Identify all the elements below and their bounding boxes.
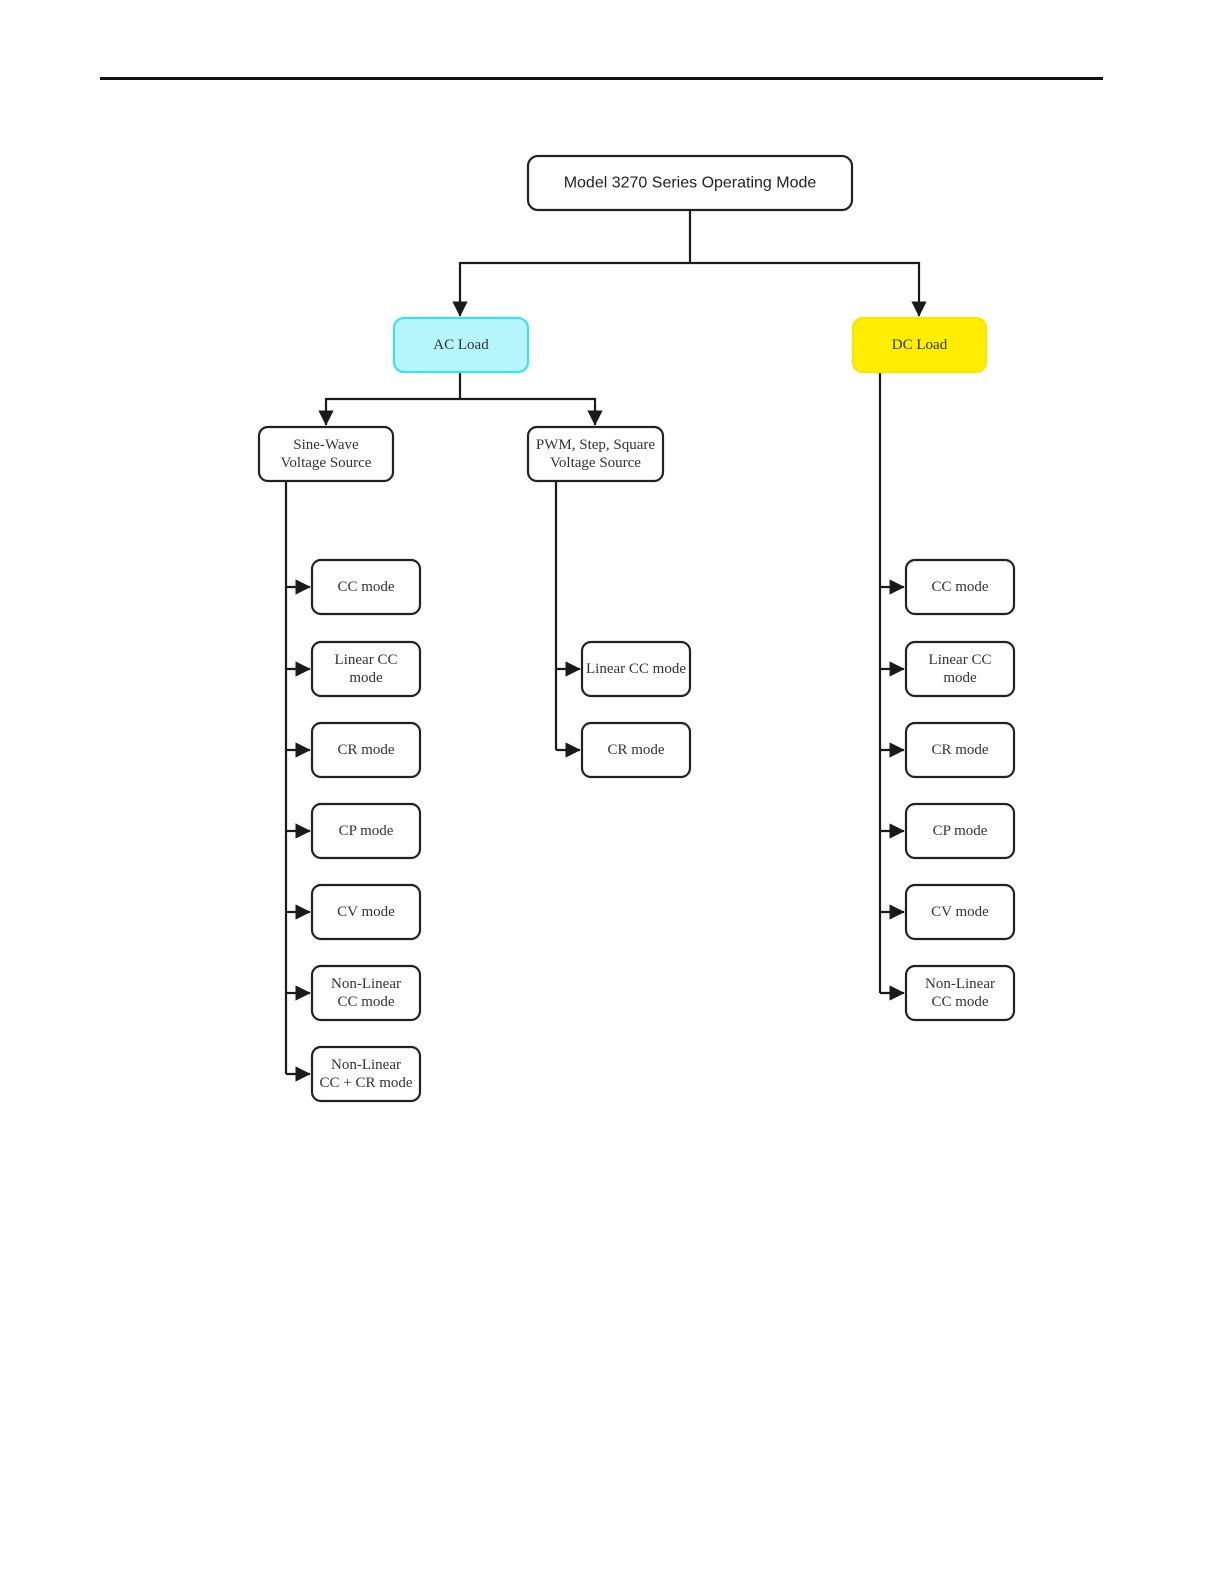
sine-mode-1-label: CC mode <box>337 579 394 595</box>
dc-load-node: DC Load <box>853 318 986 372</box>
pwm-source-node-label: Voltage Source <box>550 455 641 471</box>
dc-mode-2-label: mode <box>943 670 977 686</box>
dc-mode-2-label: Linear CC <box>929 652 992 668</box>
ac-load-node: AC Load <box>394 318 528 372</box>
dc-mode-1-label: CC mode <box>931 579 988 595</box>
ac-load-node-label: AC Load <box>433 337 489 353</box>
sine-mode-7-label: CC + CR mode <box>319 1075 412 1091</box>
connector-to-sine-wave <box>326 399 460 425</box>
dc-mode-2-box <box>906 642 1014 696</box>
connector-to-ac-load <box>460 263 690 316</box>
connector-to-pwm <box>460 399 595 425</box>
sine-mode-1: CC mode <box>312 560 420 614</box>
dc-mode-6-label: Non-Linear <box>925 976 995 992</box>
sine-wave-source-node-box <box>259 427 393 481</box>
dc-mode-1: CC mode <box>906 560 1014 614</box>
dc-mode-3: CR mode <box>906 723 1014 777</box>
sine-mode-6: Non-Linear CC mode <box>312 966 420 1020</box>
sine-mode-6-label: Non-Linear <box>331 976 401 992</box>
connector-to-dc-load <box>690 263 919 316</box>
pwm-mode-2-label: CR mode <box>607 742 664 758</box>
dc-mode-4-label: CP mode <box>933 823 988 839</box>
dc-mode-5: CV mode <box>906 885 1014 939</box>
sine-mode-3-label: CR mode <box>337 742 394 758</box>
root-node-label: Model 3270 Series Operating Mode <box>564 175 817 192</box>
pwm-mode-1-label: Linear CC mode <box>586 661 686 677</box>
sine-mode-7-box <box>312 1047 420 1101</box>
sine-mode-7-label: Non-Linear <box>331 1057 401 1073</box>
sine-mode-4: CP mode <box>312 804 420 858</box>
dc-mode-6-label: CC mode <box>931 994 988 1010</box>
sine-wave-source-node-label: Voltage Source <box>281 455 372 471</box>
sine-mode-6-box <box>312 966 420 1020</box>
dc-load-node-label: DC Load <box>892 337 948 353</box>
sine-mode-3: CR mode <box>312 723 420 777</box>
sine-mode-2-label: mode <box>349 670 383 686</box>
sine-wave-source-node-label: Sine-Wave <box>293 437 359 453</box>
pwm-source-node-label: PWM, Step, Square <box>536 437 656 453</box>
sine-mode-2-label: Linear CC <box>335 652 398 668</box>
dc-mode-3-label: CR mode <box>931 742 988 758</box>
sine-mode-5: CV mode <box>312 885 420 939</box>
root-node: Model 3270 Series Operating Mode <box>528 156 852 210</box>
dc-mode-4: CP mode <box>906 804 1014 858</box>
dc-mode-2: Linear CC mode <box>906 642 1014 696</box>
sine-mode-5-label: CV mode <box>337 904 395 920</box>
pwm-mode-2: CR mode <box>582 723 690 777</box>
sine-mode-2-box <box>312 642 420 696</box>
dc-mode-5-label: CV mode <box>931 904 989 920</box>
dc-mode-6: Non-Linear CC mode <box>906 966 1014 1020</box>
pwm-source-node-box <box>528 427 663 481</box>
sine-mode-7: Non-Linear CC + CR mode <box>312 1047 420 1101</box>
pwm-mode-1: Linear CC mode <box>582 642 690 696</box>
diagram-nodes: Model 3270 Series Operating Mode AC Load D… <box>259 156 1014 1101</box>
sine-mode-4-label: CP mode <box>339 823 394 839</box>
dc-mode-6-box <box>906 966 1014 1020</box>
sine-mode-6-label: CC mode <box>337 994 394 1010</box>
sine-mode-2: Linear CC mode <box>312 642 420 696</box>
